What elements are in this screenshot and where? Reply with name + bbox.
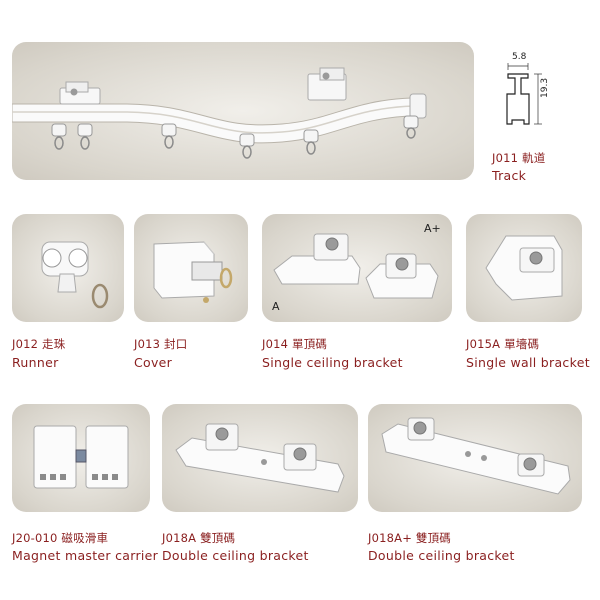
runner-code: J012 走珠 [12, 337, 66, 351]
cover-photo [134, 214, 248, 322]
runner-illustration [41, 241, 109, 309]
runner-name: Runner [12, 355, 59, 370]
double-ceiling-a-illustration [175, 423, 345, 493]
variant-a-label: A [272, 300, 280, 313]
single-ceiling-illustration [273, 233, 439, 299]
track-photo [12, 42, 474, 180]
double-ceiling-a-plus-photo [368, 404, 582, 512]
single-ceiling-code: J014 單頂碼 [262, 337, 328, 351]
variant-a-plus-label: A+ [424, 222, 441, 235]
double-ceiling-a-plus-name: Double ceiling bracket [368, 548, 515, 563]
single-wall-code: J015A 單墻碼 [466, 337, 540, 351]
single-wall-illustration [485, 235, 563, 301]
double-ceiling-a-name: Double ceiling bracket [162, 548, 309, 563]
single-ceiling-photo: A A+ [262, 214, 452, 322]
single-wall-name: Single wall bracket [466, 355, 590, 370]
track-height-dimension: 19.3 [540, 77, 550, 98]
magnet-carrier-name: Magnet master carrier [12, 548, 159, 563]
single-wall-photo [466, 214, 582, 322]
single-ceiling-name: Single ceiling bracket [262, 355, 403, 370]
cover-name: Cover [134, 355, 173, 370]
track-illustration [12, 67, 427, 159]
double-ceiling-a-plus-illustration [381, 417, 571, 495]
magnet-carrier-code: J20-010 磁吸滑車 [12, 531, 109, 545]
track-name: Track [492, 168, 527, 183]
track-width-dimension: 5.8 [512, 52, 527, 62]
runner-photo [12, 214, 124, 322]
double-ceiling-a-code: J018A 雙頂碼 [162, 531, 236, 545]
magnet-carrier-photo [12, 404, 150, 512]
cover-illustration [153, 241, 233, 303]
track-code: J011 軌道 [492, 151, 546, 165]
double-ceiling-a-photo [162, 404, 358, 512]
track-profile-diagram [506, 63, 542, 125]
double-ceiling-a-plus-code: J018A+ 雙頂碼 [368, 531, 451, 545]
cover-code: J013 封口 [134, 337, 188, 351]
magnet-carrier-illustration [33, 425, 129, 489]
